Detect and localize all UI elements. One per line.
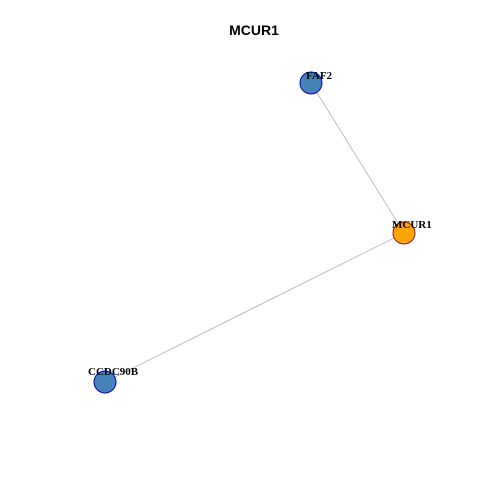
node-label-faf2: FAF2 — [306, 70, 333, 82]
edge-mcur1-ccdc90b — [104, 232, 405, 383]
edge-mcur1-faf2 — [310, 82, 405, 234]
node-faf2 — [299, 71, 323, 95]
node-ccdc90b — [93, 370, 117, 394]
node-mcur1 — [392, 221, 416, 245]
node-label-ccdc90b: CCDC90B — [88, 366, 139, 378]
edges-layer — [104, 82, 405, 383]
nodes-layer — [93, 71, 416, 394]
graph-title: MCUR1 — [229, 22, 279, 38]
node-label-mcur1: MCUR1 — [392, 219, 432, 231]
